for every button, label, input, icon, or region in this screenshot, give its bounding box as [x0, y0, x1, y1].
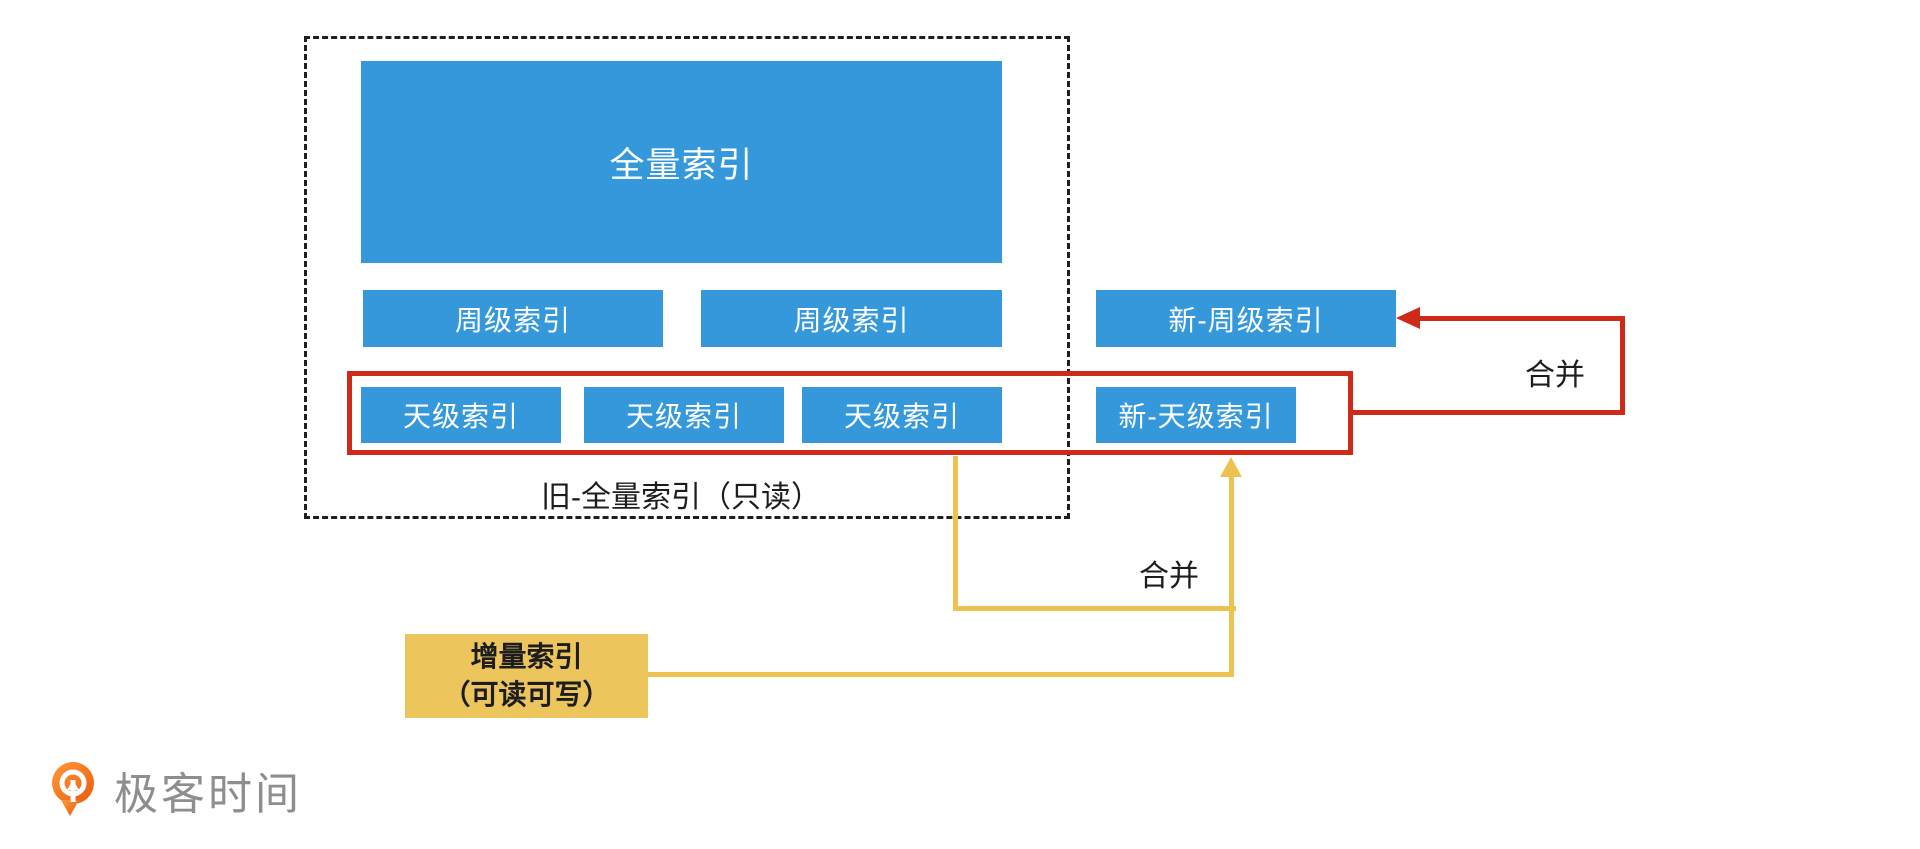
week-index-1-label: 周级索引 — [454, 304, 571, 336]
red-connector-bottom-line — [1353, 410, 1625, 415]
week-index-2-label: 周级索引 — [793, 304, 910, 336]
red-arrowhead-left-icon — [1396, 307, 1420, 329]
day-index-2-label: 天级索引 — [625, 401, 742, 432]
geektime-logo-icon — [52, 762, 94, 816]
new-day-index-label: 新-天级索引 — [1118, 401, 1274, 432]
brand-name: 极客时间 — [114, 770, 302, 819]
incremental-index-box: 增量索引 （可读可写） — [405, 634, 648, 718]
brand-logo: 极客时间 — [48, 758, 448, 822]
day-index-box-3: 天级索引 — [802, 387, 1002, 443]
yellow-line-h1 — [953, 606, 1236, 611]
day-row-highlight-rect — [347, 371, 1353, 455]
day-index-3-label: 天级索引 — [843, 401, 960, 432]
yellow-line-v2 — [1229, 472, 1234, 676]
incremental-index-line2: （可读可写） — [442, 679, 611, 710]
merge-label-top: 合并 — [1525, 359, 1585, 392]
new-week-index-label: 新-周级索引 — [1168, 304, 1324, 336]
full-index-box: 全量索引 — [361, 61, 1002, 263]
new-day-index-box: 新-天级索引 — [1096, 387, 1296, 443]
yellow-line-h2 — [646, 672, 1234, 677]
red-connector-top-line — [1414, 316, 1625, 321]
merge-label-bottom: 合并 — [1139, 560, 1199, 593]
day-index-box-1: 天级索引 — [361, 387, 561, 443]
incremental-index-line1: 增量索引 — [470, 641, 583, 672]
full-index-label: 全量索引 — [609, 145, 754, 185]
day-index-box-2: 天级索引 — [584, 387, 784, 443]
old-full-index-caption: 旧-全量索引（只读） — [541, 481, 821, 514]
week-index-box-1: 周级索引 — [363, 290, 663, 347]
yellow-line-v1 — [953, 456, 958, 611]
week-index-box-2: 周级索引 — [701, 290, 1002, 347]
new-week-index-box: 新-周级索引 — [1096, 290, 1396, 347]
old-full-index-group — [304, 36, 1070, 519]
day-index-1-label: 天级索引 — [402, 401, 519, 432]
red-connector-vertical-line — [1620, 316, 1625, 415]
yellow-arrowhead-up-icon — [1220, 457, 1242, 477]
